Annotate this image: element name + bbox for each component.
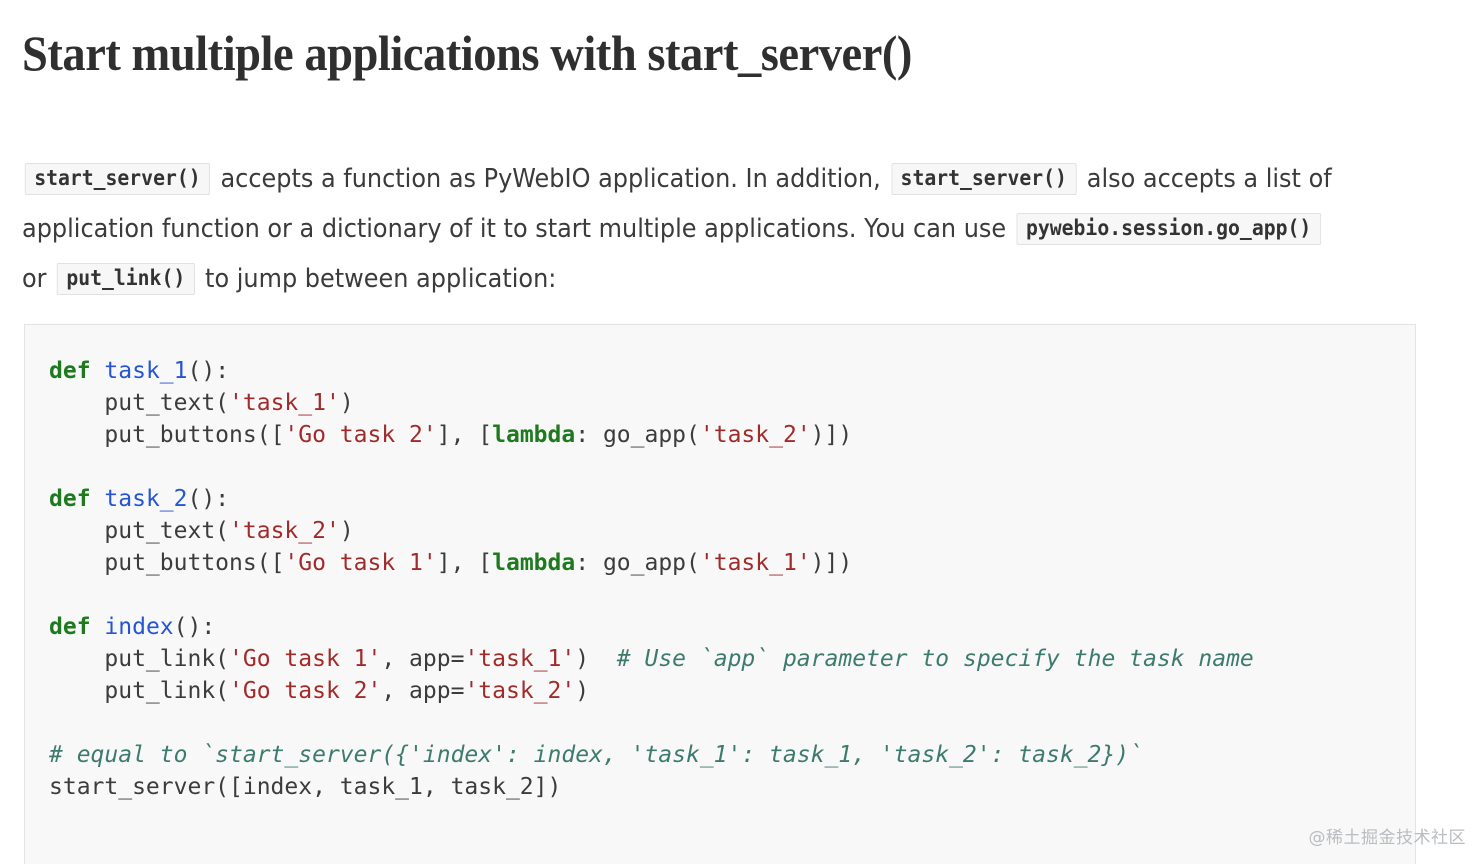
intro-text-2: also accepts a list of application funct… [22,163,1332,244]
token-string-task-2: 'task_2' [229,518,340,544]
code-line: # equal to `start_server({'index': index… [49,739,1415,771]
code-line-blank [49,579,1415,611]
token-string-go-task-1: 'Go task 1' [229,646,382,672]
token-string-task-1: 'task_1' [464,646,576,672]
token-fn-put-link: put_link [104,678,216,704]
inline-code-go-app: pywebio.session.go_app() [1016,212,1321,245]
token-keyword-def: def [49,358,91,384]
code-line: put_text('task_1') [104,390,354,416]
token-fn-put-link: put_link [104,646,216,672]
token-string-task-1: 'task_1' [699,550,811,576]
token-fn-task-2: task_2 [104,486,188,512]
token-fn-put-buttons: put_buttons [104,422,257,448]
token-keyword-def: def [49,486,91,512]
token-string-go-task-1: 'Go task 1' [284,550,437,576]
token-start-server-args: ([index, task_1, task_2]) [215,774,562,800]
token-string-go-task-2: 'Go task 2' [284,422,437,448]
code-line: put_buttons(['Go task 1'], [lambda: go_a… [104,550,853,576]
token-paren: (): [187,358,230,384]
token-string-task-1: 'task_1' [229,390,340,416]
token-fn-put-text: put_text [104,518,216,544]
token-keyword-lambda: lambda [492,550,576,576]
code-block[interactable]: def task_1(): put_text('task_1') put_but… [24,324,1416,864]
token-string-go-task-2: 'Go task 2' [229,678,382,704]
token-fn-go-app: go_app [602,422,687,448]
page-title: Start multiple applications with start_s… [22,25,912,81]
watermark: @稀土掘金技术社区 [1308,828,1466,848]
token-fn-put-buttons: put_buttons [104,550,257,576]
code-line: start_server([index, task_1, task_2]) [49,771,1415,803]
token-string-task-2: 'task_2' [699,422,811,448]
token-comment-equal: # equal to `start_server({'index': index… [49,742,1143,768]
code-line: put_buttons(['Go task 2'], [lambda: go_a… [104,422,853,448]
code-line: put_link('Go task 2', app='task_2') [104,678,590,704]
code-line: def task_1(): [49,355,1415,387]
code-line: put_link('Go task 1', app='task_1') # Us… [104,646,1254,672]
code-line: def task_2(): [49,486,230,512]
intro-text-1: accepts a function as PyWebIO applicatio… [212,163,889,194]
inline-code-start-server-1: start_server() [24,162,211,195]
token-string-task-2: 'task_2' [464,678,576,704]
token-fn-index: index [104,614,174,640]
token-comment-app: # Use `app` parameter to specify the tas… [616,646,1254,672]
code-line-blank [49,451,1415,483]
token-fn-put-text: put_text [104,390,216,416]
code-line-blank [49,707,1415,739]
code-line: def index(): [49,614,216,640]
intro-text-4: to jump between application: [197,263,557,294]
token-keyword-lambda: lambda [492,422,576,448]
intro-text-3: or [22,263,55,294]
token-fn-task-1: task_1 [104,358,188,384]
token-fn-start-server: start_server [49,774,216,800]
intro-paragraph: start_server() accepts a function as PyW… [22,154,1338,304]
inline-code-put-link: put_link() [56,262,195,295]
code-line: put_text('task_2') [104,518,354,544]
token-fn-go-app: go_app [602,550,687,576]
token-keyword-def: def [49,614,91,640]
code-block-content: def task_1(): put_text('task_1') put_but… [25,325,1415,803]
inline-code-start-server-2: start_server() [891,162,1077,195]
